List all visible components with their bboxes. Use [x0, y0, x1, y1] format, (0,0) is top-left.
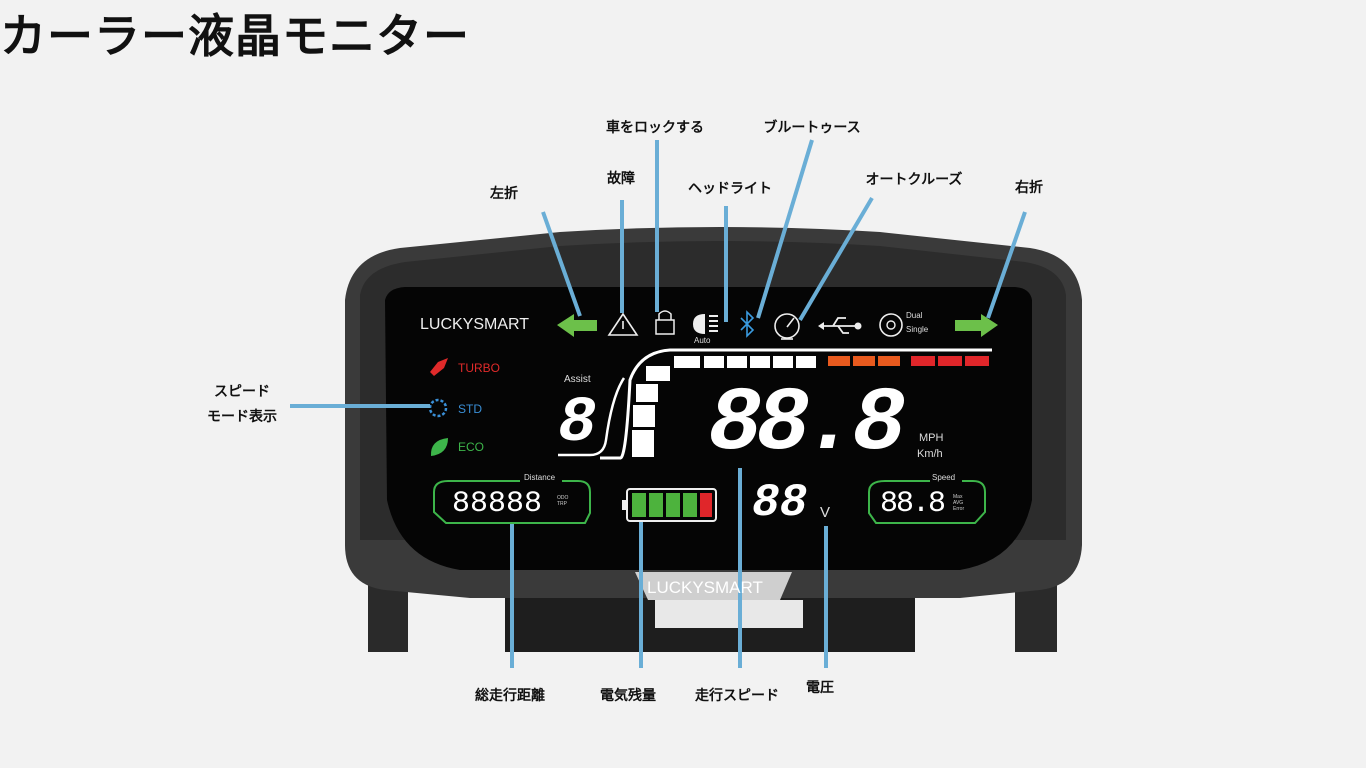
- odo-label: ODO: [557, 495, 569, 501]
- motor-single-label: Single: [906, 325, 929, 334]
- warning-icon: [607, 312, 639, 336]
- mode-turbo: TURBO: [458, 361, 500, 375]
- turbo-rocket-icon: [430, 358, 448, 376]
- label-fault: 故障: [607, 171, 635, 187]
- label-lock: 車をロックする: [606, 120, 704, 136]
- voltage-unit: V: [820, 504, 831, 521]
- headlight-auto-label: Auto: [694, 336, 711, 345]
- eco-leaf-icon: [430, 438, 448, 456]
- label-left-turn: 左折: [490, 186, 518, 202]
- distance-readout: 88888: [452, 487, 543, 521]
- cruise-control-icon: [774, 313, 800, 339]
- callout-lines: [290, 139, 1027, 668]
- right-turn-arrow-icon: [955, 314, 998, 337]
- speed-stat-readout: 88.8: [880, 487, 946, 521]
- distance-label: Distance: [524, 473, 556, 482]
- label-right-turn: 右折: [1015, 180, 1043, 196]
- label-speed-mode-line1: スピード: [214, 384, 270, 400]
- usb-icon: [822, 317, 856, 334]
- distance-frame: [433, 480, 591, 524]
- trip-label: TRP: [557, 501, 567, 507]
- label-headlight: ヘッドライト: [688, 181, 772, 197]
- speed-readout: 88.8: [708, 374, 906, 476]
- speed-box-label: Speed: [932, 473, 956, 482]
- brand-logo: LUCKYSMART: [420, 316, 530, 333]
- motor-icon: [879, 313, 903, 337]
- label-speed: 走行スピード: [695, 688, 779, 704]
- label-speed-mode-line2: モード表示: [207, 409, 277, 425]
- assist-label: Assist: [564, 374, 591, 385]
- max-label: Max: [953, 494, 963, 500]
- label-battery: 電気残量: [600, 688, 656, 704]
- lower-brand: LUCKYSMART: [647, 578, 763, 597]
- left-turn-arrow-icon: [557, 314, 597, 337]
- label-total-distance: 総走行距離: [475, 688, 545, 704]
- page-title: カーラー液晶モニター: [0, 9, 470, 63]
- label-cruise: オートクルーズ: [865, 172, 963, 188]
- label-voltage: 電圧: [806, 680, 834, 696]
- assist-level: 8: [558, 388, 597, 460]
- mode-std: STD: [458, 402, 482, 416]
- error-label: Error: [953, 506, 965, 512]
- label-speed-mode: スピードモード表示: [207, 380, 277, 430]
- std-mode-icon: [428, 398, 448, 418]
- lock-icon: [655, 319, 675, 335]
- unit-mph: MPH: [919, 432, 944, 444]
- headlight-icon: [693, 314, 705, 334]
- mode-eco: ECO: [458, 440, 485, 454]
- label-bluetooth: ブルートゥース: [763, 120, 861, 136]
- motor-dual-label: Dual: [906, 311, 923, 320]
- battery-bars: [632, 493, 712, 517]
- unit-kmh: Km/h: [917, 448, 943, 460]
- avg-label: AVG: [953, 500, 964, 506]
- voltage-readout: 88: [752, 477, 808, 529]
- speed-frame: [868, 480, 986, 524]
- speed-bar-segments: [632, 356, 989, 457]
- bluetooth-icon: [740, 310, 755, 338]
